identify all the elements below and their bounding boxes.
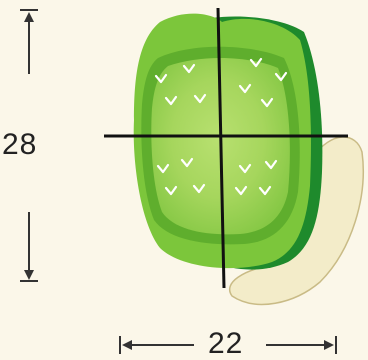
height-top-arrow (24, 12, 34, 22)
height-bottom-arrow (24, 270, 34, 280)
slope-mark (258, 185, 272, 196)
slope-mark (238, 83, 252, 94)
slope-mark (274, 71, 288, 82)
height-dimension-marker (20, 9, 38, 282)
slope-mark (264, 159, 278, 170)
slope-mark (156, 163, 170, 174)
slope-mark (249, 57, 263, 68)
width-dimension-marker (119, 336, 337, 354)
vertical-axis-line (216, 7, 226, 289)
slope-mark (180, 157, 194, 168)
slope-mark (192, 183, 206, 194)
slope-mark (164, 95, 178, 106)
width-dimension-label: 22 (208, 327, 244, 360)
slope-mark (234, 185, 248, 196)
slope-mark (238, 163, 252, 174)
width-right-arrow (324, 340, 334, 350)
width-left-arrow (122, 340, 132, 350)
slope-mark (182, 63, 196, 74)
slope-mark (154, 73, 168, 84)
slope-mark (193, 93, 207, 104)
slope-marks (154, 57, 288, 196)
slope-mark (260, 97, 274, 108)
slope-mark (164, 185, 178, 196)
height-dimension-label: 28 (2, 128, 38, 161)
